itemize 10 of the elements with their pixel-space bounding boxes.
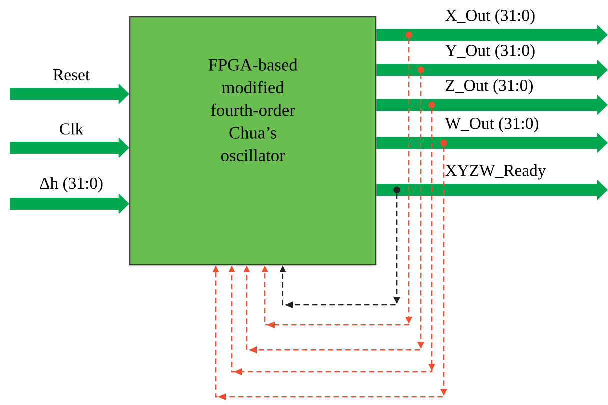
block-label: FPGA-based modified fourth-order Chua’s oscillator xyxy=(208,58,298,162)
signal-label: Clk xyxy=(60,123,84,135)
signal-label: W_Out (31:0) xyxy=(445,117,539,133)
signal-label: Δh (31:0) xyxy=(40,177,103,192)
oscillator-block xyxy=(130,16,377,266)
signal-label: Z_Out (31:0) xyxy=(446,79,533,95)
signal-label: XYZW_Ready xyxy=(446,164,546,180)
signal-label: Reset xyxy=(54,70,90,81)
signal-label: Y_Out (31:0) xyxy=(446,44,535,60)
signal-label: X_Out (31:0) xyxy=(446,9,535,25)
